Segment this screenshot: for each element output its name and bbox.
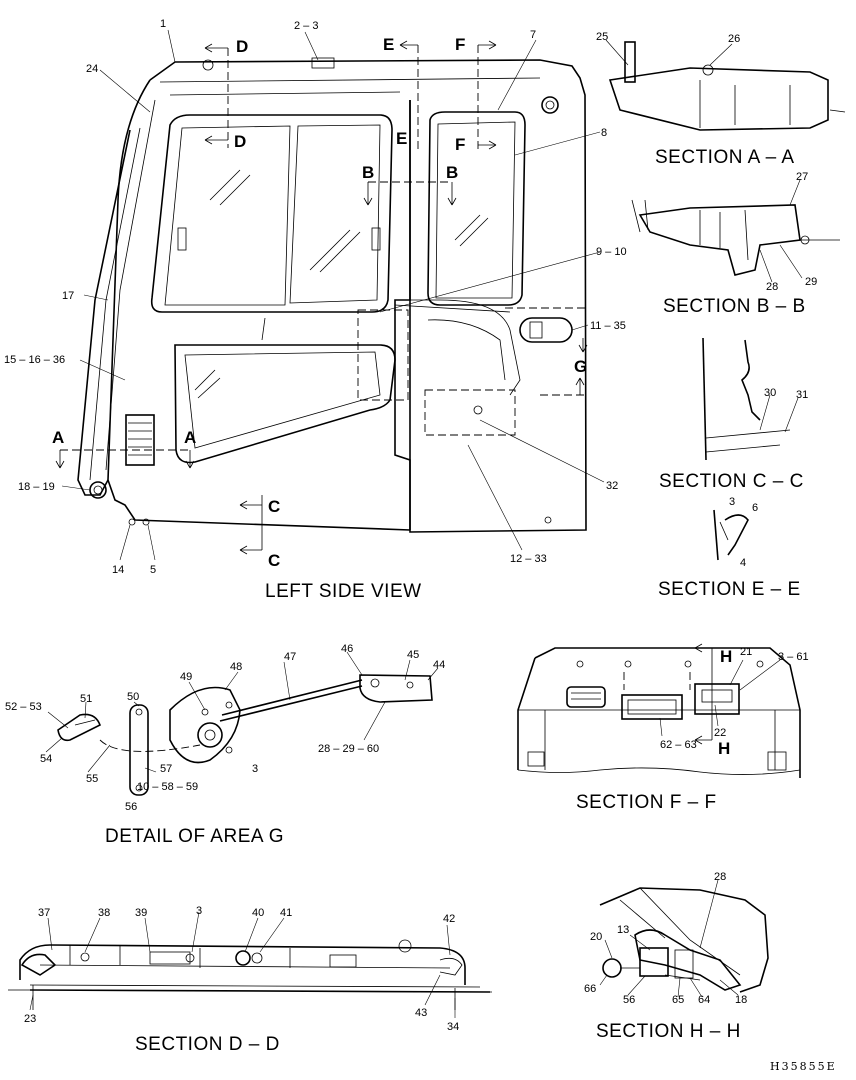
callout-43: 43: [415, 1007, 427, 1019]
callout-3-61: 3 – 61: [778, 651, 809, 663]
cut-letter-e-mid: E: [396, 129, 407, 148]
callout-52-53: 52 – 53: [5, 701, 42, 713]
callout-5: 5: [150, 564, 156, 576]
section-e-e-title: SECTION E – E: [658, 579, 801, 600]
section-d-d: 37 38 39 3 40 41 42 23 43 34 SECTION D –…: [8, 905, 492, 1055]
cut-letter-h-bottom: H: [718, 739, 730, 758]
detail-area-g: 52 – 53 51 50 49 48 47 46 45 44 28 – 29 …: [5, 643, 445, 847]
callout-64: 64: [698, 994, 710, 1006]
cut-letter-c-bottom: C: [268, 551, 280, 570]
cut-letter-h-top: H: [720, 647, 732, 666]
callout-26: 26: [728, 33, 740, 45]
cut-letter-c-top: C: [268, 497, 280, 516]
callout-45: 45: [407, 649, 419, 661]
section-b-b-title: SECTION B – B: [663, 296, 806, 317]
callout-55: 55: [86, 773, 98, 785]
callout-28-hh: 28: [714, 871, 726, 883]
callout-4: 4: [740, 557, 746, 569]
callout-2-3: 2 – 3: [294, 20, 318, 32]
callout-21: 21: [740, 646, 752, 658]
cut-letter-f-top: F: [455, 35, 465, 54]
callout-12-33: 12 – 33: [510, 553, 547, 565]
callout-56-hh: 56: [623, 994, 635, 1006]
cut-letter-a-right: A: [184, 428, 196, 447]
callout-28-bb: 28: [766, 281, 778, 293]
callout-46: 46: [341, 643, 353, 655]
section-a-a-title: SECTION A – A: [655, 147, 795, 168]
callout-18-hh: 18: [735, 994, 747, 1006]
callout-7: 7: [530, 29, 536, 41]
section-b-b: 27 28 29 SECTION B – B: [631, 171, 840, 317]
callout-20: 20: [590, 931, 602, 943]
cut-letter-a-left: A: [52, 428, 64, 447]
callout-10-58-59: 10 – 58 – 59: [137, 781, 198, 793]
callout-31: 31: [796, 389, 808, 401]
callout-32: 32: [606, 480, 618, 492]
callout-41: 41: [280, 907, 292, 919]
cut-letter-d-bottom: D: [234, 132, 246, 151]
callout-14: 14: [112, 564, 124, 576]
left-side-view: D D E E F F B B A A C C G 1 2 – 3 7 8 24…: [4, 18, 627, 602]
cut-letter-b-right: B: [446, 163, 458, 182]
callout-47: 47: [284, 651, 296, 663]
section-a-a: 25 26 SECTION A – A: [596, 31, 846, 168]
section-f-f-title: SECTION F – F: [576, 792, 717, 813]
cut-letter-g: G: [574, 357, 587, 376]
callout-6: 6: [752, 502, 758, 514]
callout-23: 23: [24, 1013, 36, 1025]
callout-54: 54: [40, 753, 52, 765]
callout-17: 17: [62, 290, 74, 302]
callout-56-g: 56: [125, 801, 137, 813]
callout-34: 34: [447, 1021, 459, 1033]
callout-1: 1: [160, 18, 166, 30]
cut-letter-e-top: E: [383, 35, 394, 54]
callout-39: 39: [135, 907, 147, 919]
section-f-f: H H 21 3 – 61 22 62 – 63 SECTION F – F: [517, 643, 809, 813]
detail-area-g-title: DETAIL OF AREA G: [105, 826, 284, 847]
callout-22: 22: [714, 727, 726, 739]
callout-15-16-36: 15 – 16 – 36: [4, 354, 65, 366]
callout-3-g: 3: [252, 763, 258, 775]
callout-3-ee: 3: [729, 496, 735, 508]
callout-27: 27: [796, 171, 808, 183]
callout-42: 42: [443, 913, 455, 925]
cut-letter-b-left: B: [362, 163, 374, 182]
callout-50: 50: [127, 691, 139, 703]
callout-28-29-60: 28 – 29 – 60: [318, 743, 379, 755]
section-c-c: 30 31 SECTION C – C: [659, 337, 808, 492]
callout-29: 29: [805, 276, 817, 288]
callout-48: 48: [230, 661, 242, 673]
cut-letter-f-mid: F: [455, 135, 465, 154]
callout-66: 66: [584, 983, 596, 995]
drawing-reference-number: H35855E: [770, 1060, 837, 1073]
callout-40: 40: [252, 907, 264, 919]
callout-18-19: 18 – 19: [18, 481, 55, 493]
left-side-view-title: LEFT SIDE VIEW: [265, 581, 422, 602]
callout-9-10: 9 – 10: [596, 246, 627, 258]
callout-3-dd: 3: [196, 905, 202, 917]
callout-57: 57: [160, 763, 172, 775]
callout-49: 49: [180, 671, 192, 683]
callout-62-63: 62 – 63: [660, 739, 697, 751]
section-c-c-title: SECTION C – C: [659, 471, 804, 492]
callout-65: 65: [672, 994, 684, 1006]
callout-37: 37: [38, 907, 50, 919]
callout-24: 24: [86, 63, 98, 75]
callout-44: 44: [433, 659, 445, 671]
callout-8: 8: [601, 127, 607, 139]
callout-30: 30: [764, 387, 776, 399]
section-h-h: 28 13 20 66 56 65 64 18 SECTION H – H: [584, 871, 769, 1042]
cut-letter-d-top: D: [236, 37, 248, 56]
callout-11-35: 11 – 35: [590, 320, 626, 332]
callout-13: 13: [617, 924, 629, 936]
callout-38: 38: [98, 907, 110, 919]
section-h-h-title: SECTION H – H: [596, 1021, 741, 1042]
callout-51: 51: [80, 693, 92, 705]
section-d-d-title: SECTION D – D: [135, 1034, 280, 1055]
section-e-e: 3 6 4 SECTION E – E: [658, 496, 801, 600]
callout-25: 25: [596, 31, 608, 43]
